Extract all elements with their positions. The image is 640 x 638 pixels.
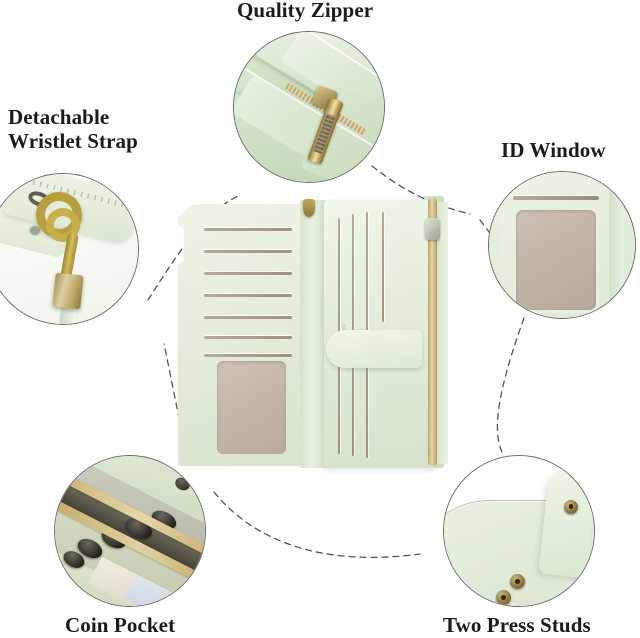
- card-slot: [204, 316, 292, 319]
- wallet-zipper-slider: [425, 218, 440, 240]
- callout-circle-id-window: [488, 171, 636, 319]
- card-slot: [204, 336, 292, 339]
- strap-label-line-1: Detachable: [8, 105, 110, 129]
- wallet-product-photo: [170, 192, 454, 476]
- press-studs-photo: [444, 456, 594, 606]
- coin-pocket-photo: [55, 456, 205, 606]
- quality-zipper-photo: [234, 32, 384, 182]
- wristlet-strap-photo: [0, 174, 138, 324]
- callout-circle-quality-zipper: [233, 31, 385, 183]
- wallet-left-panel: [178, 204, 303, 466]
- strap-label-line-2: Wristlet Strap: [8, 128, 138, 153]
- wallet-spine: [300, 200, 328, 468]
- id-card-slot: [513, 196, 599, 200]
- card-slot: [204, 294, 292, 297]
- card-slot: [204, 250, 292, 253]
- callout-label-id-window: ID Window: [501, 138, 606, 162]
- press-stud: [564, 500, 578, 514]
- callout-circle-two-press-studs: [443, 455, 595, 607]
- card-slot: [204, 228, 292, 231]
- card-slot: [204, 354, 292, 357]
- callout-label-two-press-studs: Two Press Studs: [443, 613, 591, 637]
- callout-label-detachable-wristlet-strap: Detachable Wristlet Strap: [8, 105, 168, 154]
- vertical-card-slot: [382, 212, 384, 322]
- connector-product-to-coin: [213, 491, 421, 559]
- callout-label-coin-pocket: Coin Pocket: [65, 613, 176, 637]
- connector-id-to-studs: [496, 317, 525, 453]
- strap-eyelet: [30, 226, 40, 235]
- id-window-pane: [516, 210, 596, 310]
- callout-circle-detachable-wristlet-strap: [0, 173, 139, 325]
- strap-brass-clasp: [52, 272, 84, 310]
- callout-circle-coin-pocket: [54, 455, 206, 607]
- callout-label-quality-zipper: Quality Zipper: [237, 0, 374, 22]
- card-slot: [204, 272, 292, 275]
- wallet-side-zipper: [428, 198, 437, 466]
- wallet-id-window: [217, 361, 286, 454]
- press-stud: [510, 574, 525, 589]
- press-stud: [496, 590, 511, 605]
- id-window-photo: [489, 172, 635, 318]
- wallet-closure-tab: [326, 330, 422, 368]
- wallet-brass-hinge: [303, 199, 315, 217]
